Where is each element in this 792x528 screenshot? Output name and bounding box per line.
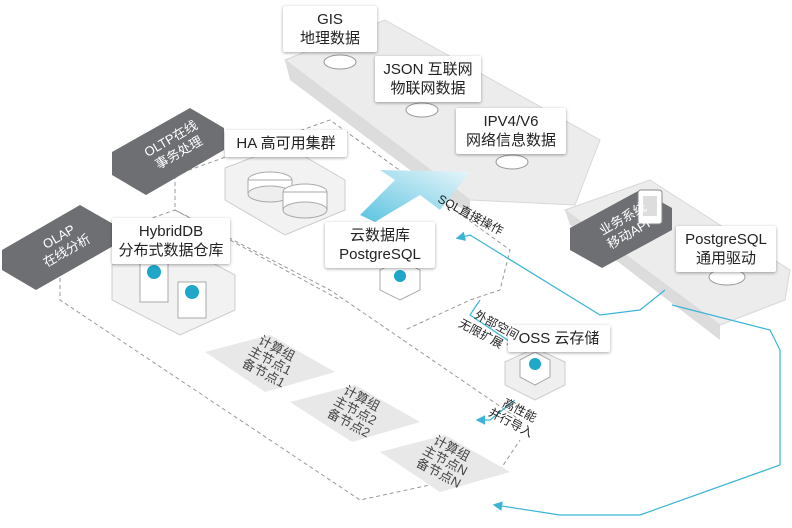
olap-tab-shape xyxy=(2,205,115,290)
compute-group-3-bg xyxy=(380,435,510,492)
compute-group-1-bg xyxy=(205,335,335,392)
oltp-tab-shape xyxy=(112,108,224,195)
sql-arrow xyxy=(360,170,470,222)
phone-icon xyxy=(637,189,663,225)
flow-lines xyxy=(455,231,781,516)
compute-group-2-bg xyxy=(290,385,420,442)
source-discs xyxy=(323,54,746,286)
ha-cluster-label: HA 高可用集群 xyxy=(225,130,347,157)
json-label: JSON 互联网物联网数据 xyxy=(375,56,481,102)
ha-cluster-box xyxy=(224,144,346,236)
oss-cube xyxy=(504,347,566,401)
oss-label: OSS 云存储 xyxy=(508,325,610,352)
